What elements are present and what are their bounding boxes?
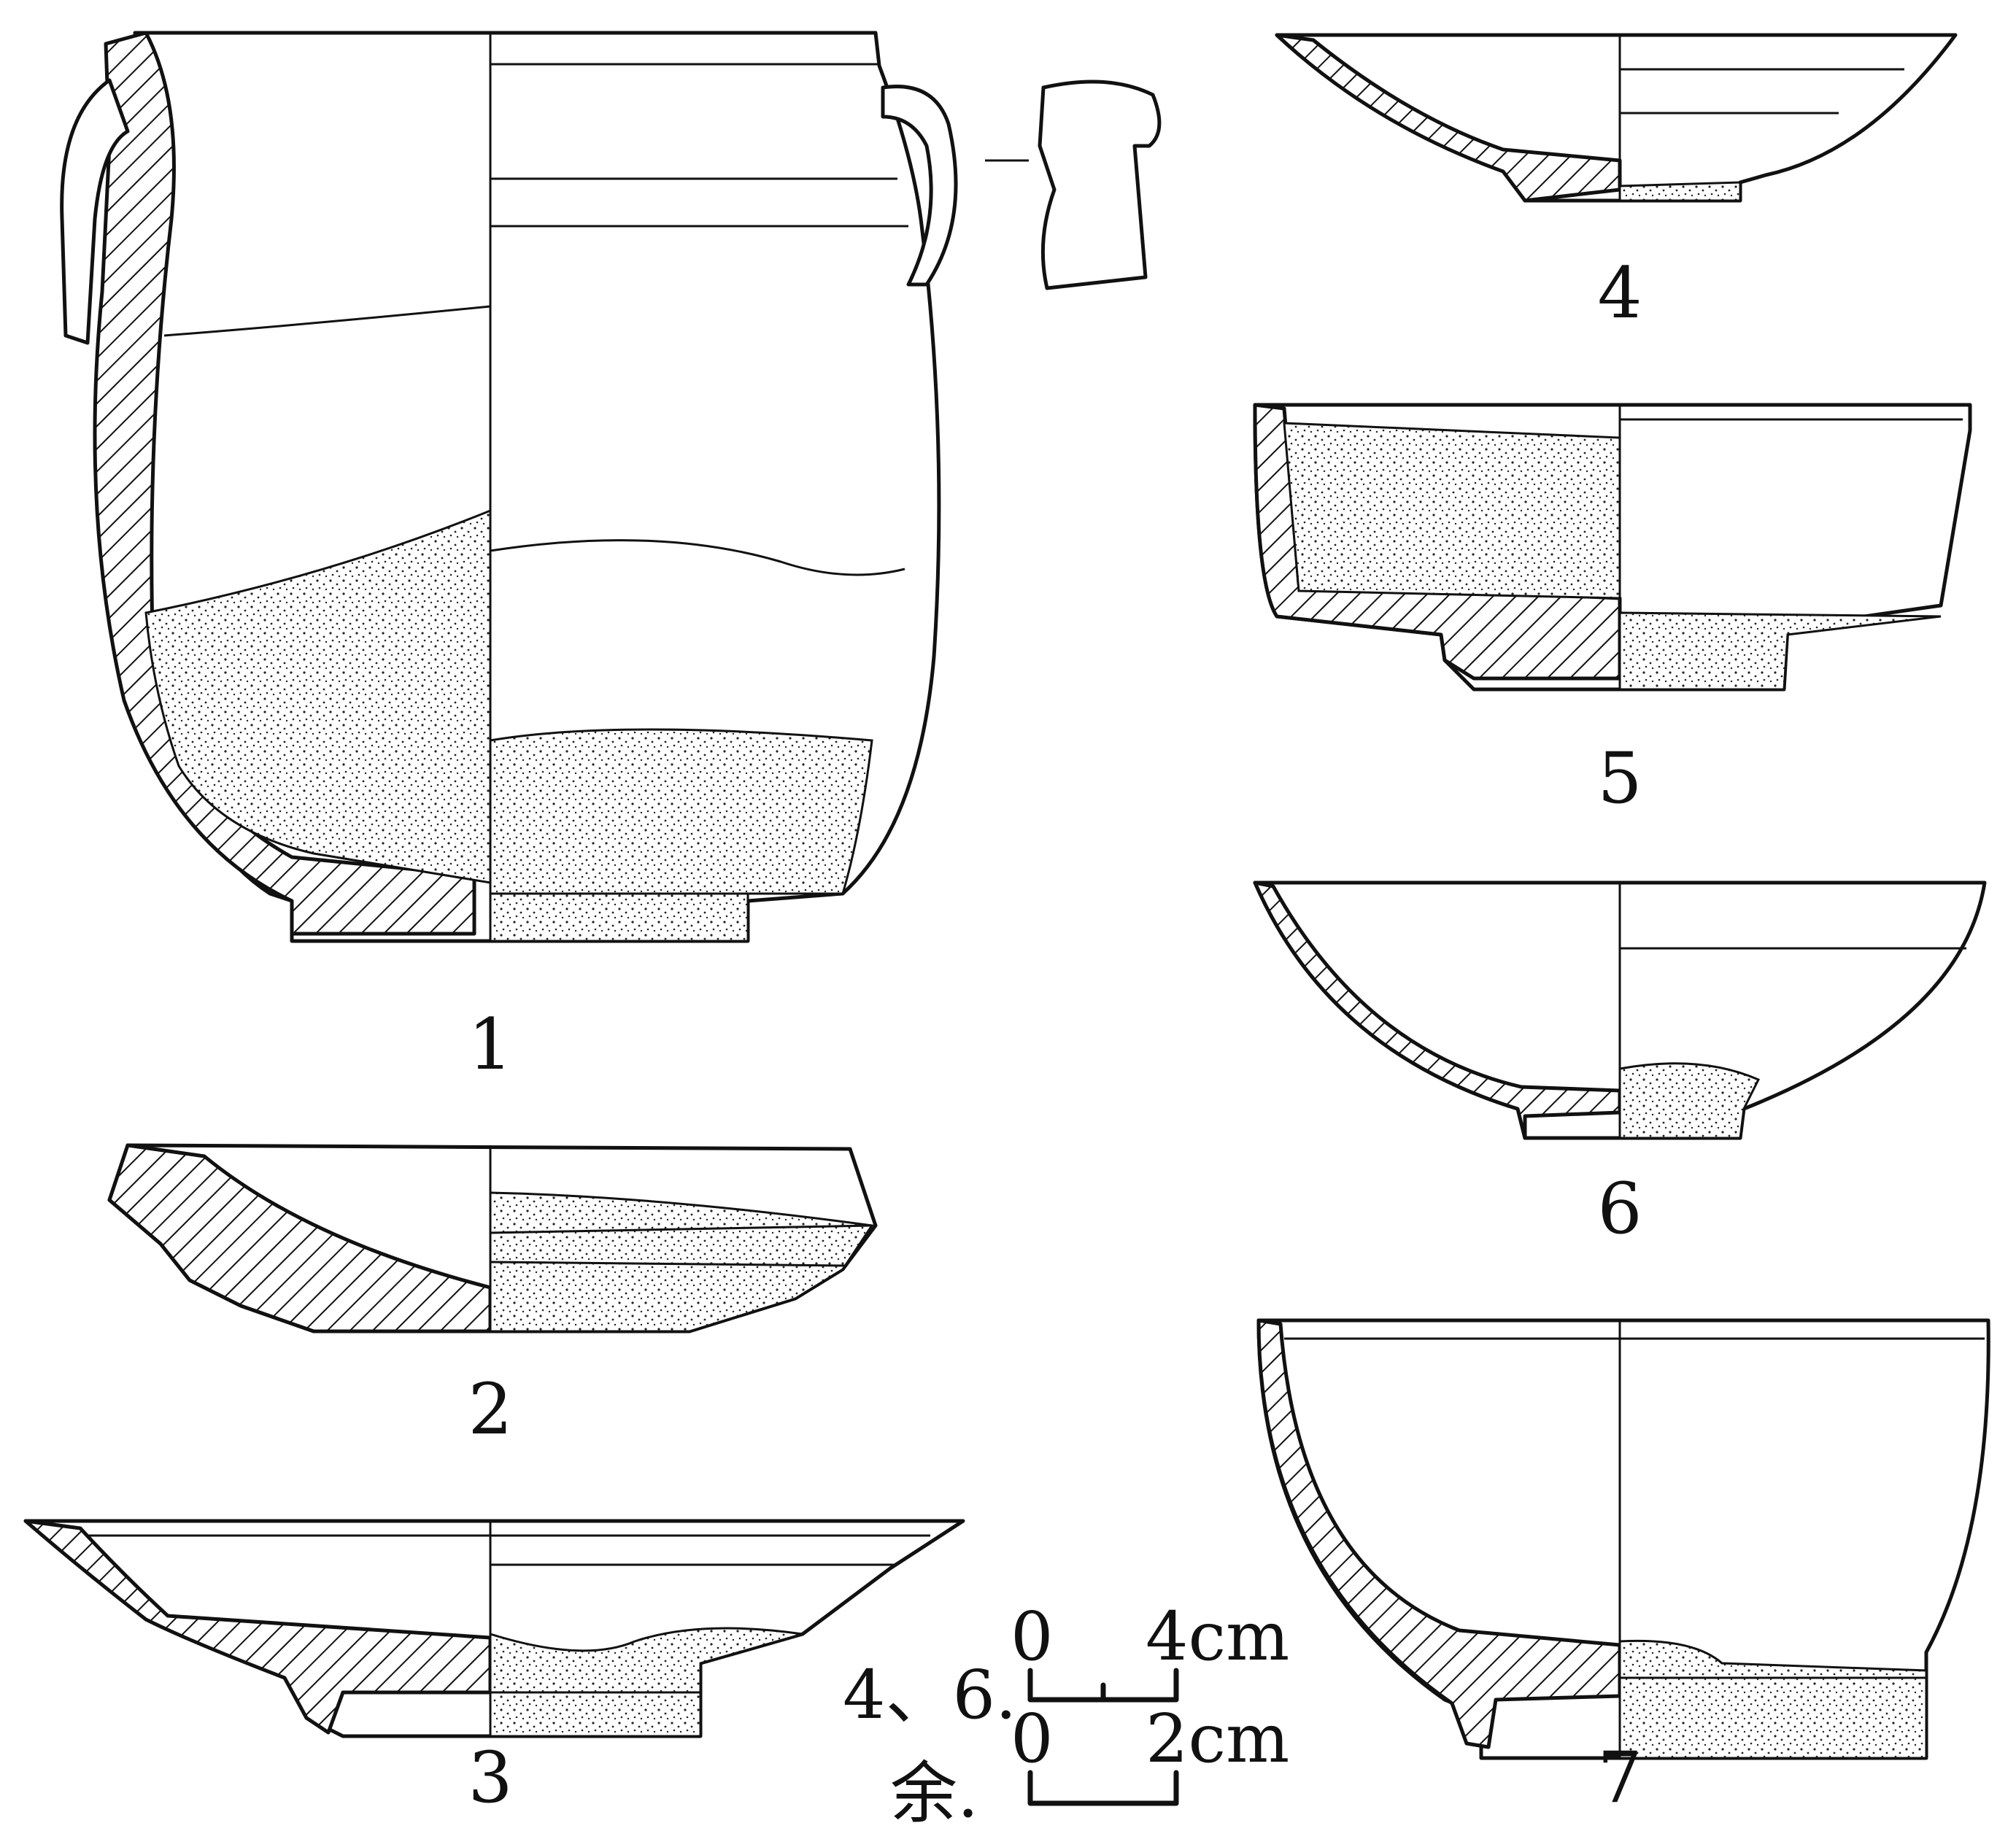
figure-number-3: 3 <box>468 1737 512 1819</box>
scale-bar-large: 4、6. 0 4cm <box>843 1598 1289 1734</box>
scale-large-end: 4cm <box>1146 1598 1289 1676</box>
scale-bar-small: 余. 0 2cm <box>890 1700 1289 1831</box>
vessel-3-plate <box>23 1519 965 1738</box>
scale-large-zero: 0 <box>1011 1598 1054 1676</box>
vessel-4-bowl <box>1275 33 1958 203</box>
figure-number-5: 5 <box>1597 738 1642 819</box>
figure-number-4: 4 <box>1597 252 1642 334</box>
figure-number-2: 2 <box>468 1369 512 1450</box>
vessel-1-jar <box>60 31 1162 943</box>
scale-small-label: 余. <box>890 1754 978 1827</box>
figure-number-7: 7 <box>1597 1737 1642 1819</box>
figure-number-1: 1 <box>468 1004 512 1085</box>
vessel-5-bowl <box>1253 403 1972 692</box>
vessel-2-dish <box>107 1143 878 1333</box>
vessel-7-bowl <box>1256 1318 1990 1760</box>
vessel-6-bowl <box>1253 880 1987 1140</box>
scale-small-zero: 0 <box>1011 1700 1054 1778</box>
scale-small-end: 2cm <box>1146 1700 1289 1778</box>
figure-number-6: 6 <box>1597 1168 1642 1250</box>
scale-large-label: 4、6. <box>843 1656 1016 1734</box>
